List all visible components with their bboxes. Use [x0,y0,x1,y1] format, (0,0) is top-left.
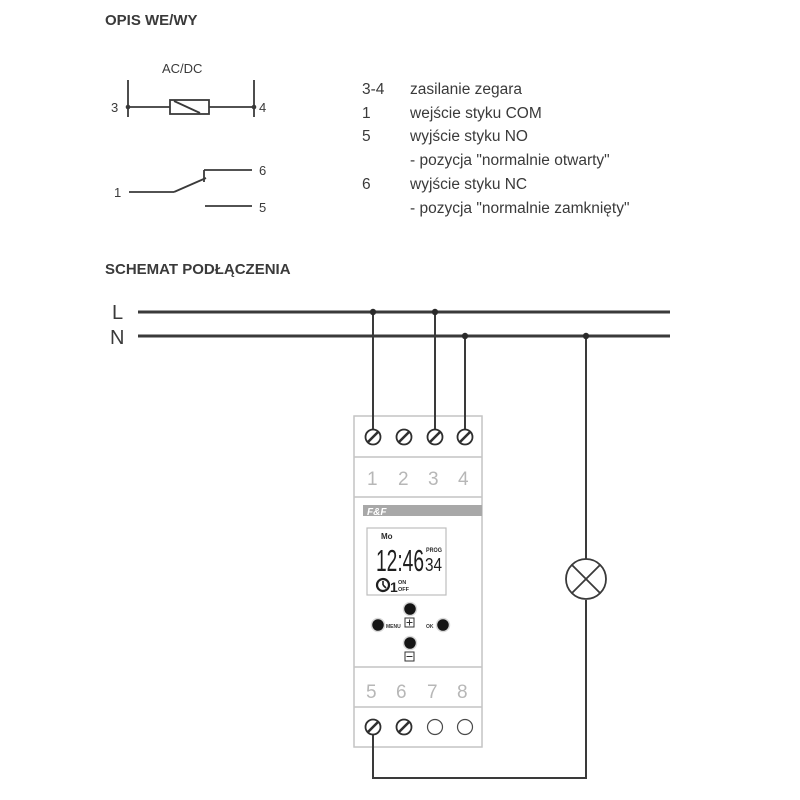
plus-button[interactable] [402,601,418,628]
clock-icon [375,577,391,593]
junction-node [369,308,377,316]
coil-supply-label: AC/DC [162,61,202,76]
terminal-description: wyjście styku NO [410,128,528,146]
io-description-row: 5 wyjście styku NO [362,125,629,149]
device-buttons: MENU OK [370,601,451,662]
io-description-row: - pozycja "normalnie otwarty" [362,149,629,173]
junction-node [582,332,590,340]
screw-terminal-4 [456,428,474,446]
brand-stripe: F&F [356,505,482,518]
terminal-code: 3-4 [362,81,385,98]
terminal-description: zasilanie zegara [410,81,523,98]
screw-terminal-2 [395,428,413,446]
contact-nc-label: 6 [259,163,266,178]
terminal-code: 6 [362,175,371,193]
bottom-terminal-numbers: 5 6 7 8 [366,682,468,703]
lcd-day: Mo [381,532,393,541]
io-description-row: - pozycja "normalnie zamknięty" [362,197,629,221]
wires [372,312,587,779]
top-screw-terminals [364,428,474,446]
brand-bar [356,505,482,516]
coil-terminal-left-label: 3 [111,100,118,115]
menu-button[interactable]: MENU [370,617,402,633]
coil-symbol: AC/DC 3 4 [111,61,266,117]
contact-no-label: 5 [259,200,266,215]
screw-terminal-6 [395,718,413,736]
junction-node [431,308,439,316]
menu-button-label: MENU [386,624,401,630]
terminal-number: 4 [458,469,469,490]
top-terminal-numbers: 1 2 3 4 [367,469,469,490]
screw-terminal-5 [364,718,382,736]
bottom-screw-terminals [364,718,474,736]
power-lines: L N [110,302,670,349]
lcd-prog-label: PROG [426,547,442,554]
coil-slash [173,100,201,114]
lcd-display: Mo 12:46 PROG 34 1 ON OFF [366,527,447,596]
empty-terminal-7 [426,718,444,736]
ok-button-label: OK [426,624,434,630]
terminal-description: - pozycja "normalnie otwarty" [410,152,610,170]
terminal-number: 8 [457,682,468,703]
terminal-number: 2 [398,469,409,490]
terminal-number: 7 [427,682,438,703]
ok-button[interactable]: OK [426,617,451,633]
coil-right-node [251,104,257,110]
terminal-number: 6 [396,682,407,703]
terminal-number: 5 [366,682,377,703]
screw-terminal-1 [364,428,382,446]
junction-nodes [369,308,590,340]
lcd-channel: 1 [390,579,398,595]
empty-terminal-8 [456,718,474,736]
minus-icon [404,651,415,662]
coil-terminal-right-label: 4 [259,100,266,115]
contact-symbol: 1 6 5 [114,163,266,215]
line-n-label: N [110,327,124,349]
brand-logo: F&F [367,507,387,518]
terminal-description: wyjście styku NC [410,175,528,193]
screw-terminal-3 [426,428,444,446]
coil-box [169,99,210,115]
terminal-number: 1 [367,469,378,490]
wiring-diagram-title: SCHEMAT PODŁĄCZENIA [105,261,291,278]
terminal-description: wejście styku COM [410,104,542,122]
io-description-row: 3-4 zasilanie zegara [362,78,629,102]
io-description-row: 1 wejście styku COM [362,102,629,126]
line-l-label: L [112,302,123,324]
terminal-description: - pozycja "normalnie zamknięty" [410,199,630,217]
plus-icon [404,617,415,628]
contact-blade [173,177,207,193]
lcd-time: 12:46 [376,543,424,578]
coil-left-node [125,104,131,110]
terminal-code: 1 [362,104,371,122]
lamp-icon [565,558,607,600]
minus-button[interactable] [402,635,418,662]
wire-lamp-to-terminal-5 [372,600,587,779]
terminal-number: 3 [428,469,439,490]
contact-common-label: 1 [114,185,121,200]
junction-node [461,332,469,340]
terminal-code: 5 [362,128,371,146]
io-description-row: 6 wyjście styku NC [362,173,629,197]
lcd-on-label: ON [398,580,406,586]
lcd-off-label: OFF [398,587,410,593]
io-description-list: 3-4 zasilanie zegara 1 wejście styku COM 5… [362,78,629,220]
io-description-title: OPIS WE/WY [105,12,198,29]
lcd-prog-number: 34 [425,555,442,575]
lcd-frame [366,527,447,596]
brand-bar-gap [356,505,363,516]
